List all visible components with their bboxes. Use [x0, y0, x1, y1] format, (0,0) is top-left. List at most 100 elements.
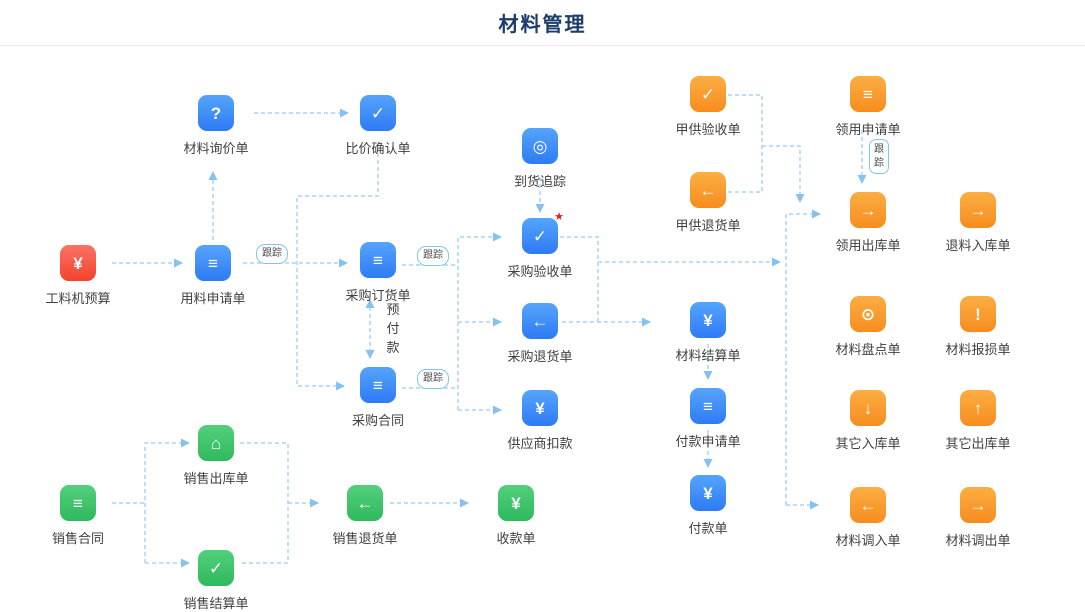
clipboard-arrow-left-icon: ← [850, 487, 886, 523]
node-label: 销售出库单 [183, 471, 249, 486]
icon-glyph: → [859, 200, 877, 220]
node-purchase-contract[interactable]: ≡ 采购合同 [323, 367, 433, 429]
node-label: 到货追踪 [513, 174, 566, 189]
icon-glyph: ¥ [535, 398, 545, 418]
node-purchase-return[interactable]: ← 采购退货单 [485, 303, 595, 365]
node-owner-acceptance[interactable]: ✓ 甲供验收单 [653, 76, 763, 138]
node-payment-apply[interactable]: ≡ 付款申请单 [653, 388, 763, 450]
node-label: 退料入库单 [945, 238, 1011, 253]
node-label: 工料机预算 [45, 291, 111, 306]
node-requisition-apply[interactable]: ≡ 领用申请单 [813, 76, 923, 138]
node-material-settlement[interactable]: ¥ 材料结算单 [653, 302, 763, 364]
house-arrow-icon: ⌂ [198, 425, 234, 461]
node-label: 领用申请单 [835, 122, 901, 137]
node-purchase-order[interactable]: ≡ 采购订货单 [323, 242, 433, 304]
node-label: 材料结算单 [675, 348, 741, 363]
icon-glyph: ✓ [532, 226, 548, 246]
node-inquiry[interactable]: ? 材料询价单 [161, 95, 271, 157]
node-sales-contract[interactable]: ≡ 销售合同 [23, 485, 133, 547]
crosshair-icon: ◎ [522, 128, 558, 164]
icon-glyph: ✓ [700, 84, 716, 104]
node-purchase-acceptance[interactable]: ✓ ★ 采购验收单 [485, 212, 595, 280]
node-supplier-deduction[interactable]: ¥ 供应商扣款 [485, 390, 595, 452]
node-label: 销售合同 [51, 531, 104, 546]
icon-glyph: ← [531, 311, 549, 331]
node-damage-report[interactable]: ! 材料报损单 [923, 296, 1033, 358]
icon-glyph: ¥ [703, 310, 713, 330]
clipboard-icon: ≡ [360, 242, 396, 278]
track-badge: 跟踪 [417, 246, 449, 266]
hand-note-icon: → [850, 192, 886, 228]
icon-glyph: ≡ [73, 493, 83, 513]
receipt-yen-icon: ¥ [498, 485, 534, 521]
icon-glyph: ? [210, 103, 222, 123]
icon-glyph: ≡ [703, 396, 713, 416]
node-label: 材料报损单 [945, 342, 1011, 357]
node-payment[interactable]: ¥ 付款单 [653, 475, 763, 537]
icon-glyph: ✓ [370, 103, 386, 123]
node-label: 比价确认单 [345, 141, 411, 156]
node-sales-return[interactable]: ← 销售退货单 [310, 485, 420, 547]
node-label: 领用出库单 [835, 238, 901, 253]
icon-glyph: ← [356, 493, 374, 513]
stamp-icon: ✓ ★ [522, 212, 564, 254]
icon-glyph: ⊙ [860, 304, 876, 324]
clipboard-warning-icon: ! [960, 296, 996, 332]
node-label: 其它出库单 [945, 436, 1011, 451]
icon-glyph: ¥ [703, 483, 713, 503]
icon-glyph: → [969, 200, 987, 220]
person-return-icon: ← [690, 172, 726, 208]
truck-icon: → [960, 192, 996, 228]
box-arrow-up-icon: ↑ [960, 390, 996, 426]
node-price-compare[interactable]: ✓ 比价确认单 [323, 95, 433, 157]
node-label: 采购退货单 [507, 349, 573, 364]
box-undo-icon: ← [347, 485, 383, 521]
icon-glyph: ↓ [863, 398, 873, 418]
node-requisition-out[interactable]: → 领用出库单 [813, 192, 923, 254]
new-star-badge: ★ [554, 211, 564, 223]
node-return-material-in[interactable]: → 退料入库单 [923, 192, 1033, 254]
page-title: 材料管理 [498, 14, 587, 36]
icon-glyph: ≡ [373, 375, 383, 395]
node-label: 销售结算单 [183, 596, 249, 611]
hand-box-icon: ≡ [850, 76, 886, 112]
contract-seal-icon: ≡ [360, 367, 396, 403]
node-receipt[interactable]: ¥ 收款单 [461, 485, 571, 547]
node-arrival-tracking[interactable]: ◎ 到货追踪 [485, 128, 595, 190]
icon-glyph: ✓ [208, 558, 224, 578]
node-other-out[interactable]: ↑ 其它出库单 [923, 390, 1033, 452]
icon-glyph: ≡ [373, 250, 383, 270]
node-stocktake[interactable]: ⊙ 材料盘点单 [813, 296, 923, 358]
node-label: 采购订货单 [345, 288, 411, 303]
icon-glyph: ← [699, 180, 717, 200]
track-badge: 跟踪 [417, 369, 449, 389]
box-return-icon: ← [522, 303, 558, 339]
icon-glyph: ◎ [532, 136, 548, 156]
clipboard-arrow-right-icon: → [960, 487, 996, 523]
node-label: 收款单 [496, 531, 536, 546]
yen-document-icon: ¥ [690, 475, 726, 511]
node-label: 甲供退货单 [675, 218, 741, 233]
node-sales-out[interactable]: ⌂ 销售出库单 [161, 425, 271, 487]
node-label: 用料申请单 [180, 291, 246, 306]
node-label: 其它入库单 [835, 436, 901, 451]
money-bag-icon: ¥ [690, 302, 726, 338]
node-sales-settlement[interactable]: ✓ 销售结算单 [161, 550, 271, 612]
node-material-apply[interactable]: ≡ 用料申请单 [158, 245, 268, 307]
node-transfer-in[interactable]: ← 材料调入单 [813, 487, 923, 549]
icon-glyph: ≡ [863, 84, 873, 104]
node-material-budget[interactable]: ¥ 工料机预算 [23, 245, 133, 307]
clipboard-question-icon: ? [198, 95, 234, 131]
node-other-in[interactable]: ↓ 其它入库单 [813, 390, 923, 452]
node-label: 付款单 [688, 521, 728, 536]
node-transfer-out[interactable]: → 材料调出单 [923, 487, 1033, 549]
box-arrow-down-icon: ↓ [850, 390, 886, 426]
node-label: 供应商扣款 [507, 436, 573, 451]
node-owner-return[interactable]: ← 甲供退货单 [653, 172, 763, 234]
document-person-icon: ≡ [690, 388, 726, 424]
icon-glyph: ← [859, 495, 877, 515]
page-header: 材料管理 [0, 0, 1085, 46]
checklist-icon: ✓ [360, 95, 396, 131]
icon-glyph: ⌂ [210, 433, 222, 453]
icon-glyph: ≡ [208, 253, 218, 273]
